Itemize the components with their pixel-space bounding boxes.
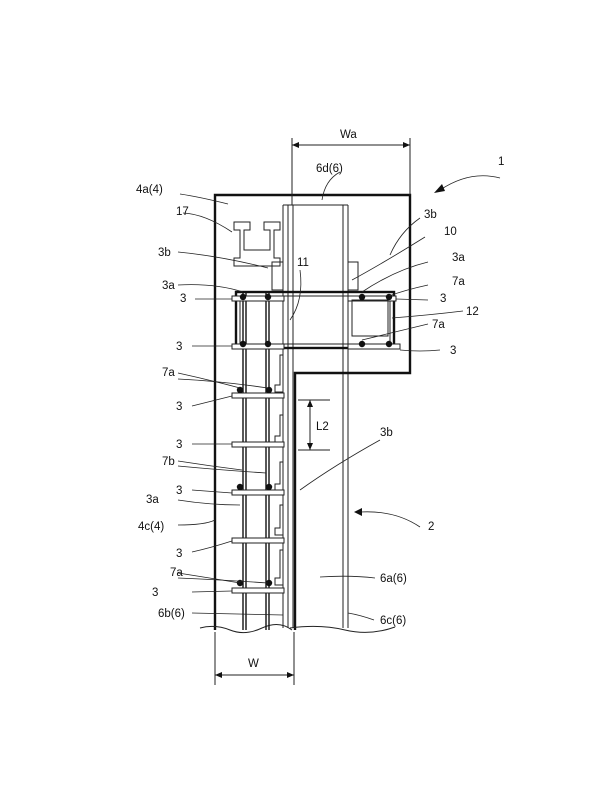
label-column-ref: 2: [428, 521, 434, 533]
label-6a: 6a(6): [380, 573, 407, 585]
label-wa: Wa: [340, 129, 357, 141]
ref-arrow-2: [354, 508, 421, 528]
label-7a-right-2: 7a: [432, 319, 445, 331]
label-11: 11: [297, 257, 309, 269]
label-3-d: 3: [176, 439, 182, 451]
label-6c: 6c(6): [380, 615, 406, 627]
label-4a: 4a(4): [136, 184, 163, 196]
label-3-a: 3: [180, 293, 186, 305]
label-3-right-a: 3: [440, 293, 446, 305]
label-3a-left-top: 3a: [162, 280, 175, 292]
label-7b: 7b: [162, 456, 175, 468]
steel-column: [282, 204, 349, 628]
label-w: W: [248, 658, 259, 670]
label-3b-right: 3b: [424, 209, 437, 221]
label-7a-right-1: 7a: [452, 276, 465, 288]
dimension-l2: [298, 399, 330, 451]
label-10: 10: [444, 226, 457, 238]
label-7a-left-2: 7a: [170, 567, 183, 579]
concrete-outline: [199, 193, 412, 634]
label-7a-left-1: 7a: [162, 367, 175, 379]
ref-arrow-1: [434, 175, 501, 193]
horizontal-plates: [231, 295, 401, 594]
h-section-member: [233, 221, 281, 267]
label-l2: L2: [316, 421, 329, 433]
label-6d: 6d(6): [316, 163, 343, 175]
label-3-e: 3: [176, 485, 182, 497]
label-3-f: 3: [176, 548, 182, 560]
label-3a-right: 3a: [452, 252, 465, 264]
beam-cage: [234, 290, 396, 350]
leader-lines: [177, 171, 464, 621]
joint-plates: [351, 299, 389, 337]
label-6b: 6b(6): [158, 608, 185, 620]
label-17: 17: [176, 206, 189, 218]
brackets: [271, 261, 359, 586]
label-3-right-b: 3: [450, 345, 456, 357]
label-12: 12: [466, 306, 479, 318]
label-3b-mid: 3b: [380, 427, 393, 439]
label-fig-ref: 1: [498, 156, 504, 168]
label-4c: 4c(4): [138, 521, 164, 533]
dimension-w: [214, 632, 295, 685]
dimension-wa: [291, 138, 411, 205]
label-3-c: 3: [176, 401, 182, 413]
label-3-g: 3: [152, 587, 158, 599]
label-3a-left-mid: 3a: [146, 494, 159, 506]
labels: 1 2 Wa W L2 4a(4) 4c(4) 6d(6) 6a(6) 6b(6…: [136, 129, 504, 670]
label-3-b: 3: [176, 341, 182, 353]
label-3b-left: 3b: [158, 247, 171, 259]
